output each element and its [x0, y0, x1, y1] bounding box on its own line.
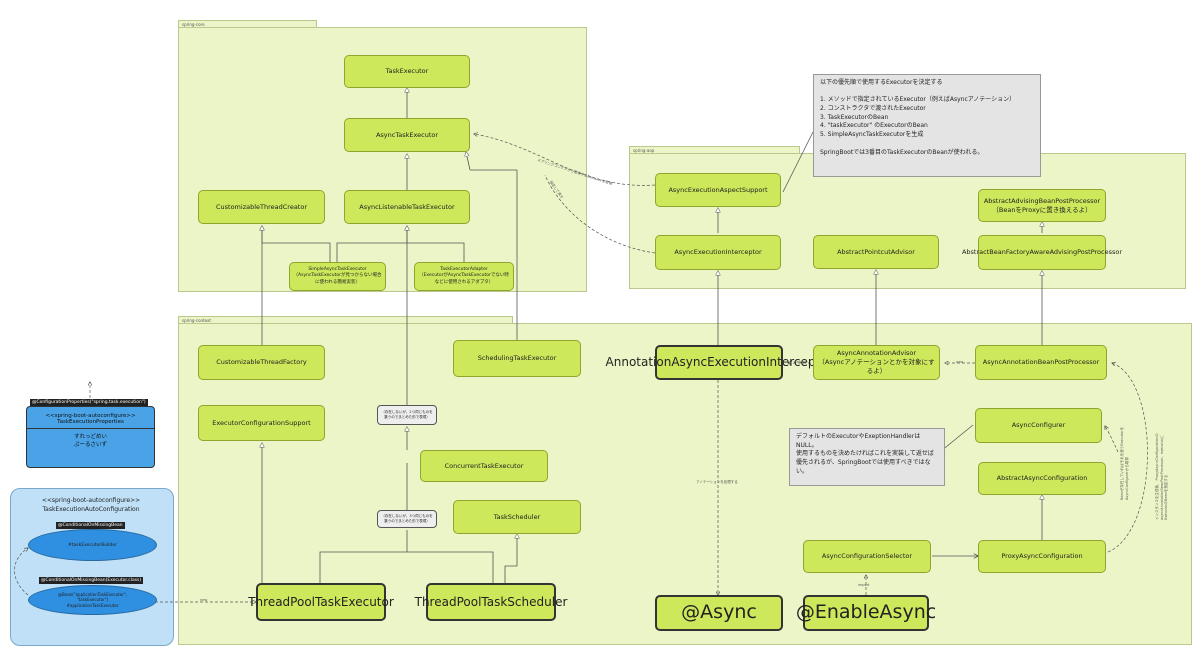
props-annotation-label: @ConfigurationProperties("spring.task.ex… [30, 399, 148, 406]
cond-missing-bean-label: @ConditionalOnMissingBean [56, 522, 125, 529]
abstract-bean-factory-aware-advising-bpp-class[interactable]: AbstractBeanFactoryAwareAdvisingPostProc… [962, 235, 1122, 270]
async-execution-aspect-support-class[interactable]: AsyncExecutionAspectSupport [655, 173, 781, 207]
simple-async-task-executor-class[interactable]: SimpleAsyncTaskExecutor （AsyncTaskExecut… [289, 262, 386, 291]
edge-label-new-2: new [956, 360, 964, 364]
annotation-async-execution-interceptor-class[interactable]: AnnotationAsyncExecutionInterceptor [606, 345, 832, 380]
group-note-three: （存在しないが、3つ同じものを 集うのでまとめた形で表現） [377, 510, 437, 528]
package-tab-aop: spring-aop [629, 146, 800, 154]
task-executor-adapter-class[interactable]: TaskExecutorAdapter （ExecutorがAsyncTaskE… [414, 262, 514, 291]
scheduling-task-executor-class[interactable]: SchedulingTaskExecutor [453, 340, 581, 377]
customizable-thread-creator-class[interactable]: CustomizableThreadCreator [198, 190, 325, 224]
task-scheduler-class[interactable]: TaskScheduler [453, 500, 581, 534]
group-note-two: （存在しないが、2つ同じものを 集うのでまとめた形で表現） [377, 405, 437, 425]
abstract-pointcut-advisor-class[interactable]: AbstractPointcutAdvisor [813, 235, 939, 269]
customizable-thread-factory-class[interactable]: CustomizableThreadFactory [198, 345, 325, 380]
task-executor-builder-bean[interactable]: #taskExecutorBuilder [28, 529, 157, 561]
async-annotation[interactable]: @Async [655, 595, 783, 631]
autoconf-stereotype: <<spring-boot-autoconfigure>> [41, 497, 141, 504]
edge-label-new-1: new [794, 360, 802, 364]
thread-pool-task-executor-class[interactable]: ThreadPoolTaskExecutor [248, 583, 394, 621]
autoconf-name: TaskExecutionAutoConfiguration [42, 506, 140, 513]
props-stereotype: <<spring-boot-autoconfigure>> [45, 413, 136, 419]
default-handler-note: デフォルトのExecutorやExeptionHandlerはNULL。 使用す… [789, 428, 945, 486]
task-executor-class[interactable]: TaskExecutor [344, 55, 470, 88]
async-configuration-selector-class[interactable]: AsyncConfigurationSelector [803, 540, 931, 573]
props-name: TaskExecutionProperties [57, 419, 124, 425]
edge-label-import: import [858, 583, 870, 587]
async-annotation-bpp-class[interactable]: AsyncAnnotationBeanPostProcessor [975, 345, 1107, 380]
props-divider [27, 428, 154, 429]
thread-pool-task-scheduler-class[interactable]: ThreadPoolTaskScheduler [415, 583, 567, 621]
edge-label-bean-override: Beanが存在していればそれを使うExecutorを AsyncConfigur… [1120, 426, 1129, 500]
concurrent-task-executor-class[interactable]: ConcurrentTaskExecutor [420, 450, 548, 482]
boot-autoconf-container [10, 488, 174, 646]
async-task-executor-class[interactable]: AsyncTaskExecutor [344, 118, 470, 152]
abstract-advising-bpp-class[interactable]: AbstractAdvisingBeanPostProcessor （Beanを… [978, 189, 1106, 222]
async-listenable-task-executor-class[interactable]: AsyncListenableTaskExecutor [344, 190, 470, 224]
executor-configuration-support-class[interactable]: ExecutorConfigurationSupport [198, 405, 325, 441]
async-annotation-advisor-class[interactable]: AsyncAnnotationAdvisor （Asyncアノテーションとかを対… [813, 345, 940, 380]
edge-label-new-3: new [200, 598, 208, 602]
executor-priority-note: 以下の優先順で使用するExecutorを決定する 1. メソッドで指定されている… [813, 74, 1041, 177]
package-tab-context: spring-context [178, 316, 513, 324]
package-tab-core: spring-core [178, 20, 317, 28]
proxy-async-configuration-class[interactable]: ProxyAsyncConfiguration [978, 540, 1106, 573]
async-configurer-class[interactable]: AsyncConfigurer [975, 408, 1102, 443]
edge-label-instance-gen: インスタンスを生成後、 ProxyAsyncConfigurationの asy… [1155, 433, 1169, 520]
cond-missing-bean-executor-label: @ConditionalOnMissingBean(Executor.class… [39, 577, 144, 584]
package-spring-core [178, 27, 587, 292]
enable-async-annotation[interactable]: @EnableAsync [796, 595, 936, 631]
application-task-executor-bean[interactable]: @Bean("applicationTaskExecutor", "taskEx… [28, 585, 157, 615]
async-execution-interceptor-class[interactable]: AsyncExecutionInterceptor [655, 235, 781, 270]
task-execution-properties-class[interactable]: <<spring-boot-autoconfigure>> TaskExecut… [26, 406, 155, 468]
abstract-async-configuration-class[interactable]: AbstractAsyncConfiguration [978, 462, 1106, 495]
edge-label-annotation: アノテーションを処理する [696, 480, 738, 484]
props-body: すれっどめい ぷーるさいず [73, 434, 107, 448]
